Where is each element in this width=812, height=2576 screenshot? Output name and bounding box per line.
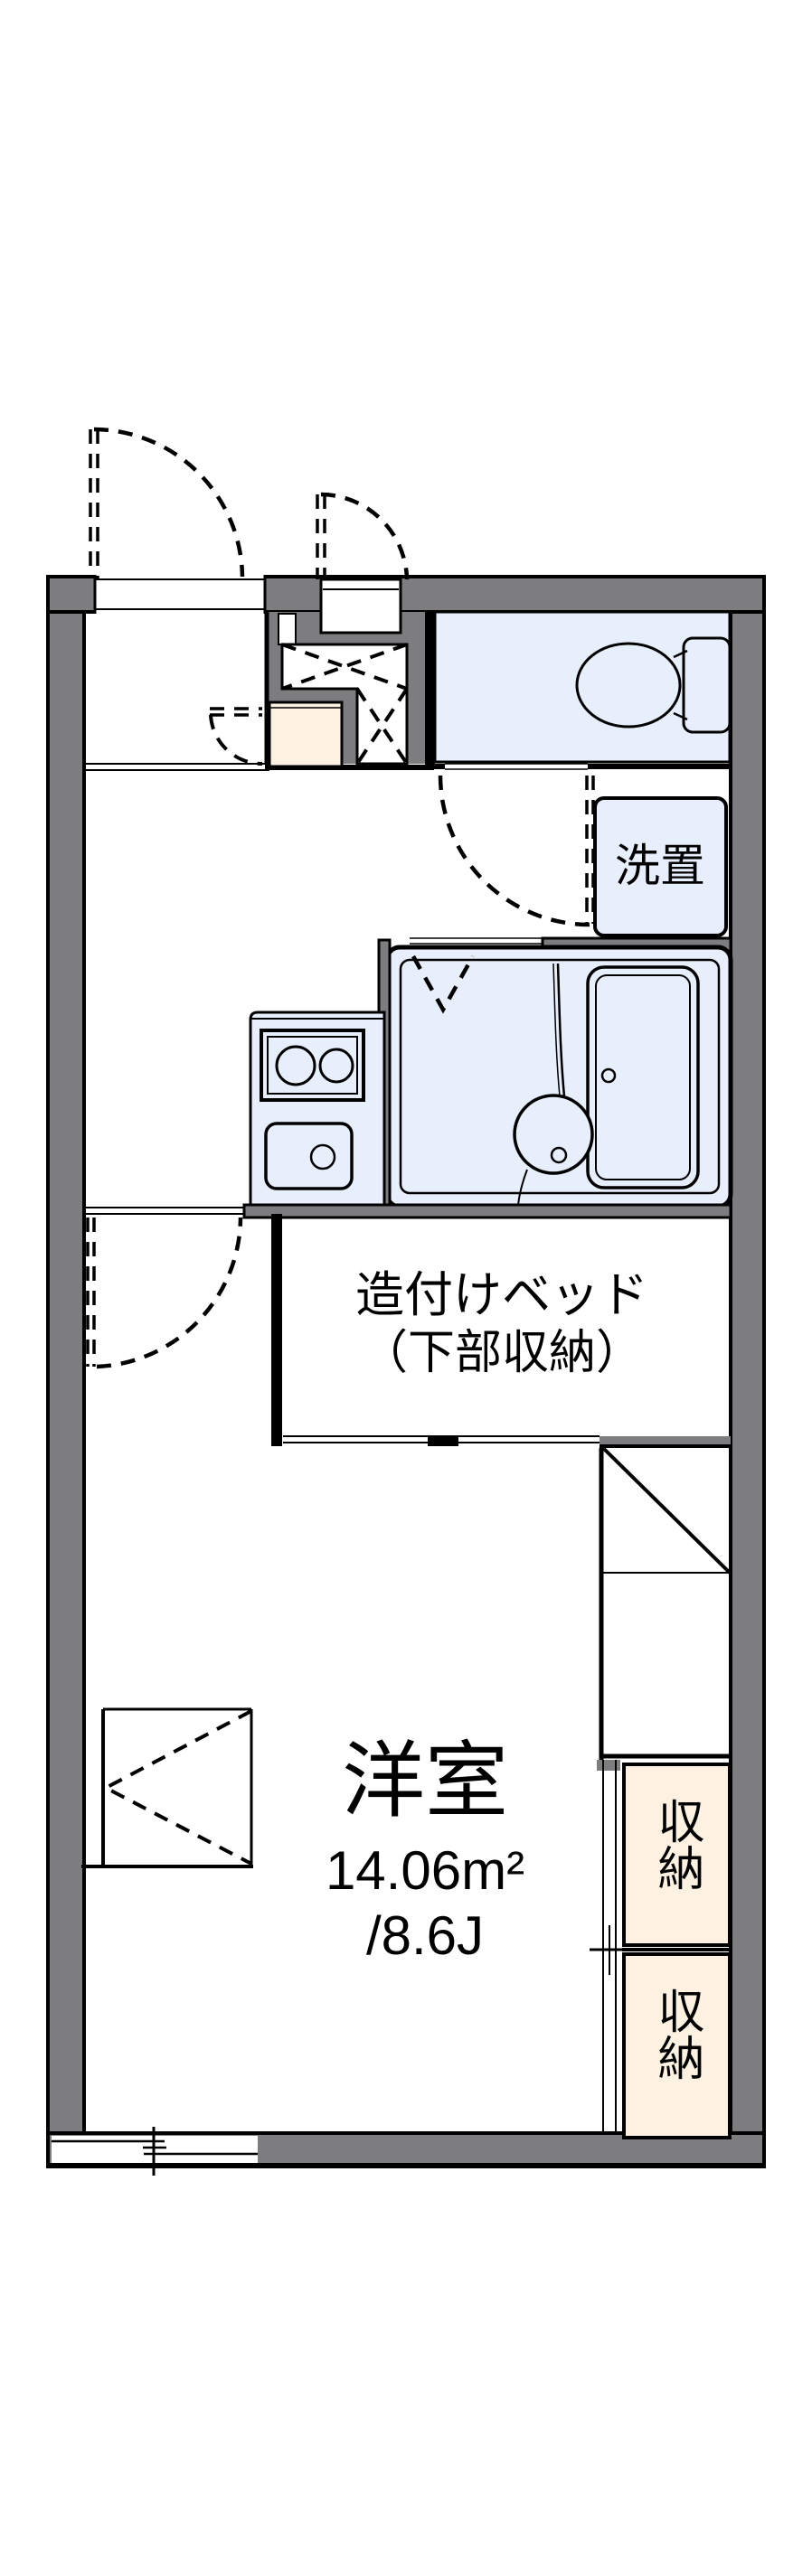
tile-cross-lower xyxy=(355,687,409,766)
bed-top-wall xyxy=(242,1203,732,1219)
niche-door-arc xyxy=(320,492,410,580)
burner-right xyxy=(318,1048,354,1084)
right-column: 収納 収納 xyxy=(590,1446,732,2139)
toilet-door-arc xyxy=(438,775,590,927)
room-door-arc xyxy=(96,1217,243,1369)
closet-lower: 収納 xyxy=(622,1952,732,2139)
western-room-name: 洋室 xyxy=(342,1735,508,1828)
entrance-wall-d xyxy=(407,612,427,764)
toilet-bowl xyxy=(575,642,682,729)
kitchen-counter xyxy=(249,1011,386,1207)
western-room-area-sqm: 14.06m² xyxy=(326,1840,524,1901)
bathtub-outer xyxy=(586,965,700,1189)
basin-pedestal-line xyxy=(517,1169,528,1207)
entrance-tile-area xyxy=(278,613,409,766)
shelf-diagonal xyxy=(601,1446,732,1575)
entrance-door-arc xyxy=(93,427,245,578)
hall-partitions xyxy=(84,612,269,771)
closet-wall-stub xyxy=(597,1760,620,1771)
meter-box-niche xyxy=(316,492,410,635)
closet-lower-label: 収納 xyxy=(650,1987,703,2081)
bath-divider-line-1 xyxy=(556,963,566,1097)
bathtub-icon xyxy=(586,965,700,1189)
bath-folding-door xyxy=(411,954,475,1014)
basin-bowl xyxy=(513,1094,594,1175)
wall-right xyxy=(729,575,766,2168)
desk-fold-dashes xyxy=(101,1709,252,1866)
bathtub-inner xyxy=(595,974,691,1180)
bed-left-wall xyxy=(271,1214,282,1446)
washer-space: 洗置 xyxy=(593,796,728,937)
burner-left xyxy=(275,1045,316,1086)
washer-box xyxy=(593,796,728,937)
closet-upper-label: 収納 xyxy=(650,1797,703,1891)
niche-box xyxy=(319,578,402,635)
fold-down-desk-symbol xyxy=(81,1707,253,1868)
hall-door-swing xyxy=(209,707,263,766)
entrance-door-swing xyxy=(89,427,245,578)
hall-door-arc xyxy=(209,714,263,766)
sink-basin xyxy=(264,1122,354,1190)
wall-left xyxy=(46,575,86,2168)
sink-icon xyxy=(264,1122,354,1190)
western-room-area-tatami: /8.6J xyxy=(366,1905,484,1966)
bed-label-line2: （下部収納） xyxy=(361,1327,643,1379)
toilet-seat-lines xyxy=(673,649,688,721)
tile-cross-upper xyxy=(281,643,408,691)
bath-inner-wall xyxy=(399,958,721,1195)
stove-box xyxy=(260,1029,365,1102)
balcony-window xyxy=(48,2127,764,2176)
closet-upper: 収納 xyxy=(622,1763,732,1947)
toilet-icon xyxy=(575,636,732,734)
toilet-room-left-wall xyxy=(425,612,435,766)
stove-inner xyxy=(267,1036,358,1095)
toilet-room xyxy=(425,610,732,770)
wash-basin-icon xyxy=(513,963,594,1207)
sink-drain xyxy=(309,1143,336,1170)
toilet-door-swing xyxy=(438,775,595,927)
shoe-cabinet-box xyxy=(268,700,344,768)
basin-drain xyxy=(550,1146,568,1164)
bed-bottom-wall-stub xyxy=(600,1436,731,1446)
bath-divider-line-2 xyxy=(552,963,561,1097)
bath-room xyxy=(384,936,733,1209)
closet-lower-box xyxy=(622,1952,732,2139)
toilet-tank xyxy=(682,636,732,734)
bed-label-line1: 造付けベッド xyxy=(355,1268,648,1322)
shoe-cabinet xyxy=(268,700,344,768)
bed-front-marker xyxy=(428,1436,458,1446)
bathtub-drain xyxy=(600,1067,617,1084)
built-in-bed-area: 造付けベッド （下部収納） xyxy=(84,1203,732,1448)
entrance-doorway xyxy=(93,573,267,616)
washer-label: 洗置 xyxy=(615,841,705,891)
closet-upper-box xyxy=(622,1763,732,1947)
stove-icon xyxy=(260,1029,365,1102)
entrance-side-slot xyxy=(278,613,297,645)
western-room-door-swing xyxy=(86,1217,243,1369)
western-room-labels: 洋室 14.06m² /8.6J xyxy=(326,1735,524,1966)
